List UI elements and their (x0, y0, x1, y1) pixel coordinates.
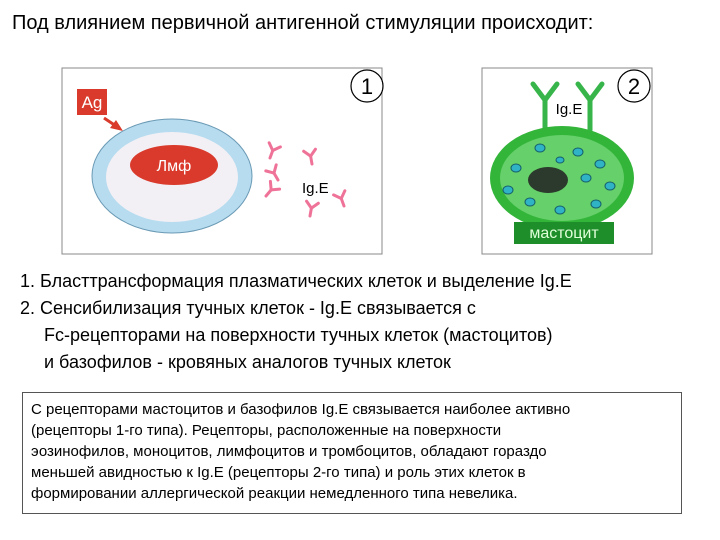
granule (502, 185, 514, 195)
granule (524, 197, 536, 207)
granule (534, 143, 546, 153)
note-line: С рецепторами мастоцитов и базофилов Ig.… (31, 401, 571, 418)
list-item: 2. Сенсибилизация тучных клеток - Ig.E с… (20, 298, 476, 318)
note-line: формировании аллергической реакции немед… (31, 485, 518, 502)
receptor-bound-ige (530, 81, 605, 133)
ige-antibody (264, 179, 282, 198)
panel-2-ige-label: Ig.E (556, 101, 583, 118)
list-item: 1. Бласттрансформация плазматических кле… (20, 271, 572, 291)
lymphocyte-nucleus (130, 145, 218, 185)
granule (604, 181, 616, 191)
list-item: и базофилов - кровяных аналогов тучных к… (44, 352, 451, 372)
panel-2-number-circle (617, 69, 651, 103)
diagram: 1 Ag Лмф Ig.E 2 Ig.E (61, 67, 653, 255)
note-line: меньшей авидностью к Ig.E (рецепторы 2-г… (31, 464, 526, 481)
ag-arrow (103, 116, 123, 131)
granule (590, 199, 602, 209)
panel-1-number: 1 (361, 74, 373, 99)
panel-1-ige-label: Ig.E (302, 180, 329, 197)
note-line: (рецепторы 1-го типа). Рецепторы, распол… (31, 422, 502, 439)
granule (554, 205, 566, 215)
mast-cell-label: мастоцит (529, 225, 599, 242)
granule (510, 163, 522, 173)
panel-1-number-circle (350, 69, 384, 103)
page-title: Под влиянием первичной антигенной стимул… (12, 12, 594, 34)
ige-antibody (302, 147, 317, 166)
ag-label-bg (77, 89, 107, 115)
mast-label-bg (514, 222, 614, 244)
receptor-ige-right (575, 81, 605, 133)
ige-antibody (264, 163, 280, 182)
mast-cell-nucleus (528, 167, 568, 193)
granule (572, 147, 584, 157)
explanation-list: 1. Бласттрансформация плазматических кле… (20, 268, 710, 376)
ige-antibody (305, 199, 320, 218)
ige-antibody (332, 189, 347, 208)
mast-cell-granules (502, 143, 616, 215)
receptor-ige-left (530, 81, 560, 133)
granule (594, 159, 606, 169)
granule (555, 156, 565, 164)
free-ige-antibodies (264, 141, 347, 218)
lymphocyte-label: Лмф (157, 158, 192, 175)
note-box: С рецепторами мастоцитов и базофилов Ig.… (22, 392, 682, 514)
ige-antibody (267, 141, 282, 160)
ag-label: Ag (82, 93, 103, 112)
note-line: эозинофилов, моноцитов, лимфоцитов и тро… (31, 443, 547, 460)
panel-2-number: 2 (628, 74, 640, 99)
list-item: Fc-рецепторами на поверхности тучных кле… (44, 325, 553, 345)
granule (580, 173, 592, 183)
